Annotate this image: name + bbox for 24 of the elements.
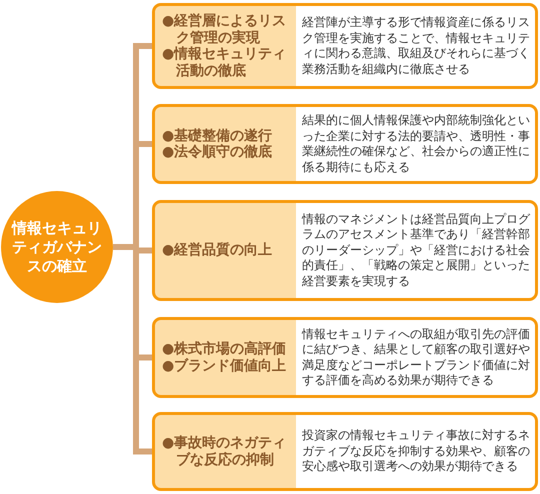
- connector-line: [136, 248, 152, 254]
- topic-text: 情報セキュリティガバナンスの確立: [11, 218, 103, 276]
- description-text: 情報のマネジメントは経営品質向上プログラムのアセスメント基準であり「経営幹部のリーダーシップ」や「経営における社会的責任」、「戦略の策定と展開」といった経営要素を実現する: [302, 212, 531, 290]
- summary-card: [152, 104, 538, 184]
- connector-line: [136, 448, 152, 454]
- description-text: 情報セキュリティへの取組が取引先の評価に結びつき、結果として顧客の取引選好や満足度などコーポレートブランド価値に対する評価を高める効果が期待できる: [302, 326, 531, 388]
- heading-text: ●株式市場の高評価: [162, 341, 288, 358]
- summary-card: [152, 317, 538, 398]
- heading-text: ●法令順守の徹底: [162, 144, 274, 160]
- heading-text: ●基礎整備の遂行: [162, 128, 274, 144]
- heading-text: ●情報セキュリティ活動の徹底: [162, 46, 288, 79]
- connector-line: [136, 141, 152, 147]
- summary-card: [152, 412, 538, 491]
- heading-text: ●事故時のネガティブな反応の抑制: [162, 435, 288, 468]
- summary-card: [152, 3, 538, 89]
- description-text: 結果的に個人情報保護や内部統制強化といった企業に対する法的要請や、透明性・事業継続性の確保など、社会からの適正性に係る期待にも応える: [302, 113, 531, 175]
- summary-card: [152, 200, 538, 301]
- heading-text: ●経営品質の向上: [162, 242, 274, 259]
- connector-line: [136, 43, 152, 49]
- connector-line: [136, 354, 152, 360]
- heading-text: ●ブランド価値向上: [162, 358, 288, 374]
- description-text: 経営陣が主導する形で情報資産に係るリスク管理を実施することで、情報セキュリティに関わる意識、取組及びそれらに基づく業務活動を組織内に徹底させる: [302, 15, 531, 77]
- description-text: 投資家の情報セキュリティ事故に対するネガティブな反応を抑制する効果や、顧客の安心感や取引選考への効果が期待できる: [302, 428, 531, 475]
- heading-text: ●経営層によるリスク管理の実現: [162, 13, 288, 46]
